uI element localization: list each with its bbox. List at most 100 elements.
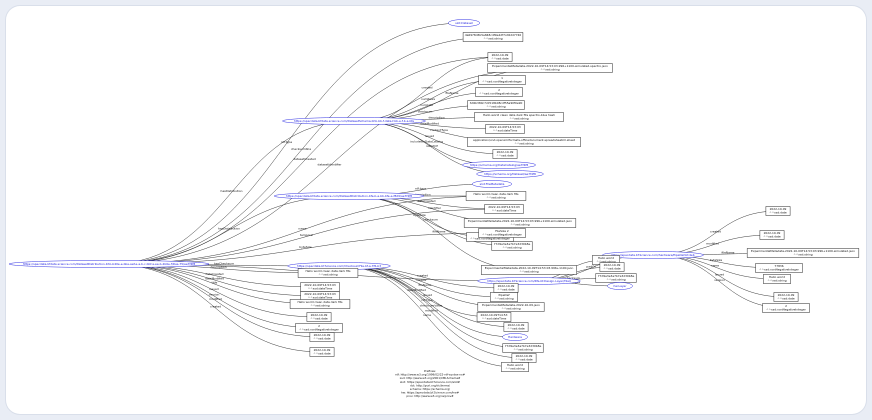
literal-node: Hello world^^xsd:string bbox=[501, 362, 529, 372]
literal-node: Hello world clean data dark fits^^xsd:st… bbox=[297, 268, 359, 278]
edge-label: created bbox=[417, 273, 428, 277]
literal-box bbox=[481, 265, 577, 275]
node-label: Hello world bbox=[769, 275, 785, 279]
literal-box bbox=[306, 312, 332, 322]
uri-ellipse bbox=[472, 180, 512, 188]
prefix-line: prov: http://www.w3.org/ns/prov# bbox=[406, 394, 454, 398]
literal-box bbox=[477, 302, 545, 312]
edge-label: temporal bbox=[300, 233, 313, 237]
rdf-graph-diagram: rdf:typechecksumShadatasetCreateddataset… bbox=[8, 19, 860, 398]
uri-node: https://specdata.bf.Science.com/hardware… bbox=[602, 251, 704, 259]
node-label: 2022-10-09 bbox=[314, 333, 331, 337]
edge-label: name bbox=[711, 263, 719, 267]
node-label: 2 bbox=[498, 88, 500, 92]
edge-label: identifier bbox=[428, 206, 442, 210]
uri-ellipse bbox=[602, 251, 704, 259]
node-label: Hello world clean data dark fits bbox=[297, 300, 343, 304]
node-label: ^^xsd:string bbox=[318, 273, 337, 277]
uri-node: Hardware bbox=[502, 333, 528, 341]
node-label: https://schema.org/Dataset/ae7f4f8 bbox=[484, 172, 536, 176]
edge-label: isPartOf bbox=[426, 144, 438, 148]
edge-label: checksum bbox=[565, 276, 580, 280]
literal-node: 2022-10-09T14:53:03^^xsd:dateTime bbox=[484, 204, 524, 214]
prefix-line: dct: http://purl.org/dc/terms/ bbox=[410, 383, 450, 387]
literal-node: Hello world clean data dark fits^^xsd:st… bbox=[465, 191, 527, 201]
literal-box bbox=[765, 206, 791, 216]
edge-label: title bbox=[212, 280, 218, 284]
literal-node: 1^^xsd:nonNegativeInteger bbox=[478, 75, 526, 85]
node-label: ^^xsd:nonNegativeInteger bbox=[470, 237, 510, 241]
graph-edge bbox=[108, 195, 497, 265]
literal-box bbox=[759, 230, 785, 240]
uri-ellipse bbox=[502, 333, 528, 341]
literal-box bbox=[467, 100, 525, 110]
edge-label: issued bbox=[423, 293, 432, 297]
node-label: 2022-10-09 bbox=[516, 354, 533, 358]
node-label: 2 bbox=[318, 324, 320, 328]
edge-label: checksumSha bbox=[291, 147, 311, 151]
node-label: 2022-10-09T14:53 bbox=[481, 313, 508, 317]
literal-box bbox=[487, 52, 513, 62]
literal-node: Hello world clean data dark fits^^xsd:st… bbox=[289, 299, 351, 309]
literal-box bbox=[295, 323, 343, 333]
node-label: ^^xsd:date bbox=[515, 358, 533, 362]
node-label: ^^xsd:string bbox=[509, 117, 528, 121]
edge-label: version bbox=[209, 292, 220, 296]
literal-node: 2^^xsd:nonNegativeInteger bbox=[475, 87, 523, 97]
uri-node: https://specdata.bf.Science.com/Rfe-bf-D… bbox=[477, 277, 581, 285]
uri-ellipse bbox=[607, 282, 633, 290]
uri-ellipse bbox=[477, 277, 581, 285]
graph-edge bbox=[108, 67, 551, 265]
edge-label: modified bbox=[706, 241, 719, 245]
graph-edge bbox=[108, 120, 355, 265]
literal-node: Hello world^^xsd:string bbox=[763, 274, 791, 284]
node-label: ^^xsd:dateTime bbox=[482, 317, 507, 321]
edge-label: dateModified bbox=[420, 121, 439, 125]
literal-node: PipeDef^^xsd:string bbox=[490, 292, 518, 302]
node-label: slot:FileMetadata bbox=[480, 182, 505, 186]
uri-ellipse bbox=[448, 19, 480, 27]
literal-node: 2022-10-09^^xsd:date bbox=[599, 262, 625, 272]
node-label: ^^xsd:date bbox=[313, 352, 331, 356]
node-label: ^^xsd:string bbox=[606, 278, 625, 282]
node-label: 2 bbox=[785, 304, 787, 308]
node-label: Hello world clean data dark fits bbox=[305, 269, 351, 273]
literal-node: 77836^^xsd:nonNegativeInteger bbox=[755, 263, 803, 273]
node-label: Hello world bbox=[598, 256, 614, 260]
node-label: 2022-10-09 bbox=[770, 207, 787, 211]
node-label: Hardware bbox=[508, 335, 522, 339]
node-label: 2022-10-09 bbox=[498, 284, 515, 288]
uri-node: https://schema.org/DataCatalog/ae7f4f8 bbox=[461, 161, 537, 169]
node-label: ^^xsd:nonNegativeInteger bbox=[299, 328, 339, 332]
edge-label: version bbox=[714, 278, 725, 282]
node-label: ^^xsd:string bbox=[513, 348, 532, 352]
prefix-line: schema: https://schema.org/ bbox=[410, 387, 450, 391]
edge-label: created bbox=[210, 304, 221, 308]
literal-box bbox=[755, 263, 803, 273]
literal-node: 3d6b380c7c0518b08cdf55a90f0e90^^xsd:stri… bbox=[467, 100, 525, 110]
edge-label: fileName bbox=[446, 91, 459, 95]
node-label: ^^xsd:string bbox=[596, 260, 615, 264]
node-label: ^^xsd:date bbox=[507, 327, 525, 331]
node-label: hw:Layer bbox=[613, 284, 627, 288]
node-label: ^^xsd:dateTime bbox=[308, 287, 333, 291]
prefix-legend: Prefixes:rdf: http://www.w3.org/1999/02/… bbox=[395, 369, 466, 398]
node-label: ^^xsd:string bbox=[505, 367, 524, 371]
literal-box bbox=[289, 299, 351, 309]
edge-label: created bbox=[710, 229, 721, 233]
literal-node: 2022-10-09^^xsd:date bbox=[309, 332, 335, 342]
edge-label: dateCreated bbox=[206, 272, 224, 276]
node-label: Hello world bbox=[507, 363, 523, 367]
literal-box bbox=[485, 124, 525, 134]
edge-label: fileName bbox=[433, 229, 446, 233]
node-label: ^^xsd:dateTime bbox=[493, 129, 518, 133]
node-label: 2022-10-09T14:53:03 bbox=[304, 292, 336, 296]
node-label: https://schema.org/DataCatalog/ae7f4f8 bbox=[470, 163, 529, 167]
node-label: 3d6b380c7c0518b08cdf55a90f0e90 bbox=[470, 101, 523, 105]
node-label: application/vnd.openxmlformats-officedoc… bbox=[473, 138, 576, 142]
edge-label: name bbox=[423, 313, 431, 317]
edge-label: dateModified bbox=[205, 276, 224, 280]
edge-label: fileName bbox=[419, 283, 432, 287]
node-label: 77d9e3e3a7b7e3d39b8e bbox=[494, 242, 531, 246]
node-label: ^^xsd:dateTime bbox=[492, 209, 517, 213]
